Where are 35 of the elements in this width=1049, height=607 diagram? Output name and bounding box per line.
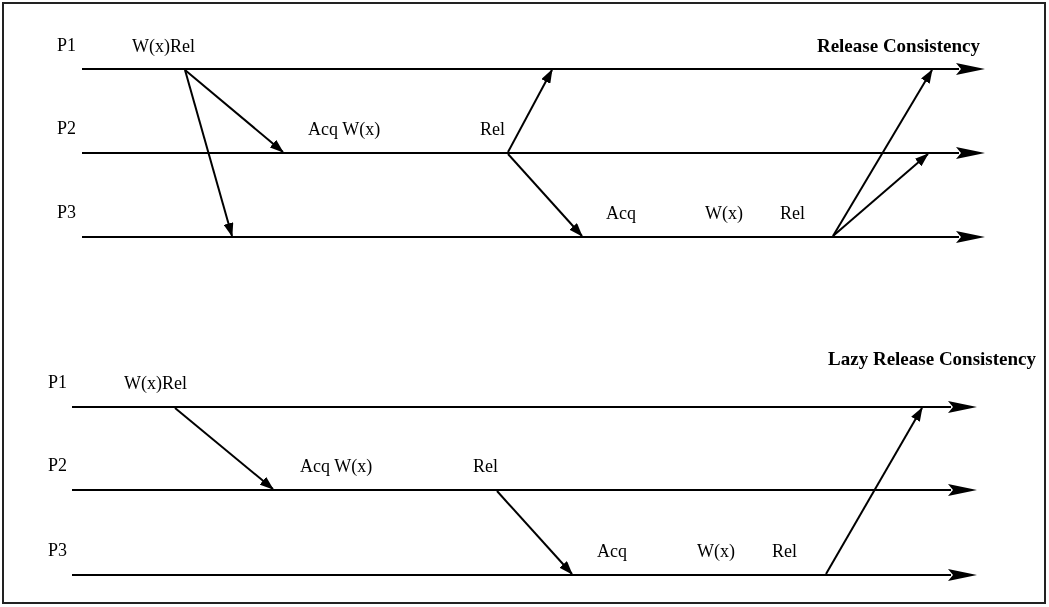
process-label: P2 bbox=[48, 455, 67, 475]
event-label: W(x) bbox=[705, 202, 743, 224]
process-label: P1 bbox=[57, 35, 76, 55]
message-arrow bbox=[184, 69, 234, 237]
process-label: P3 bbox=[57, 202, 76, 222]
event-label: Rel bbox=[780, 202, 805, 224]
event-label: W(x)Rel bbox=[132, 35, 195, 57]
message-arrow bbox=[184, 69, 284, 153]
message-arrow bbox=[174, 407, 274, 490]
timeline bbox=[72, 489, 947, 491]
message-arrow bbox=[832, 69, 933, 237]
event-label: Acq bbox=[606, 202, 636, 224]
event-label: W(x)Rel bbox=[124, 372, 187, 394]
event-label: Rel bbox=[772, 540, 797, 562]
event-label: W(x) bbox=[697, 540, 735, 562]
section-label: Lazy Release Consistency bbox=[828, 348, 1036, 370]
message-arrow bbox=[507, 69, 553, 153]
event-label: Rel bbox=[480, 118, 505, 140]
timeline bbox=[72, 574, 947, 576]
process-label: P1 bbox=[48, 372, 67, 392]
section-label: Release Consistency bbox=[816, 35, 980, 57]
timeline bbox=[72, 406, 947, 408]
message-arrow bbox=[507, 153, 583, 237]
event-label: Acq W(x) bbox=[308, 118, 381, 140]
timeline bbox=[82, 152, 955, 154]
timeline bbox=[82, 68, 955, 70]
event-label: Rel bbox=[473, 455, 498, 477]
process-label: P2 bbox=[57, 118, 76, 138]
timeline bbox=[82, 236, 955, 238]
message-arrow bbox=[825, 407, 923, 575]
message-arrow bbox=[496, 490, 573, 575]
process-label: P3 bbox=[48, 540, 67, 560]
message-arrow bbox=[832, 153, 929, 237]
event-label: Acq W(x) bbox=[300, 455, 373, 477]
event-label: Acq bbox=[597, 540, 627, 562]
